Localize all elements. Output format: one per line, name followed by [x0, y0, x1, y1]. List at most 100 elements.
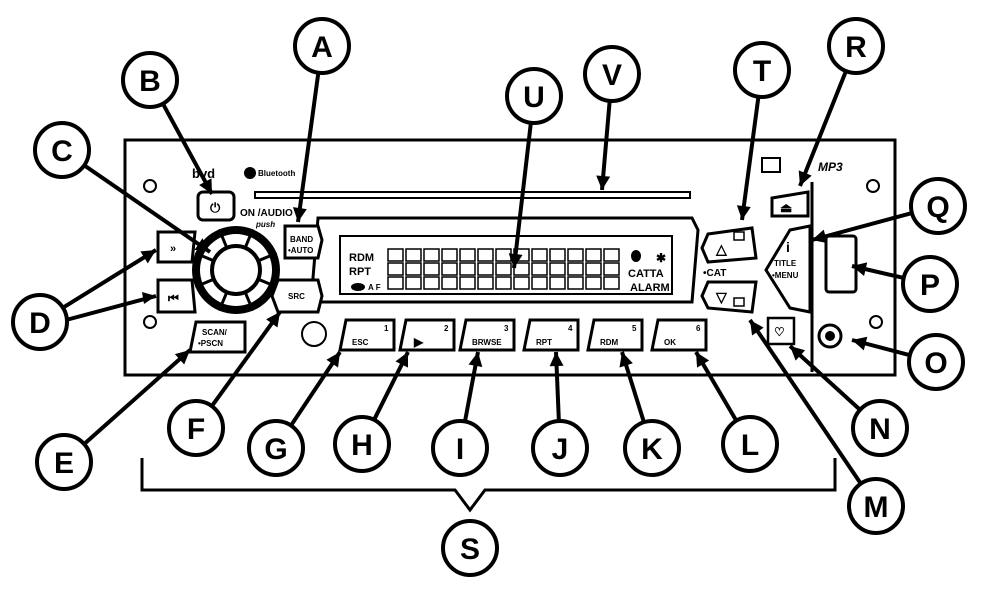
- callout-letter: L: [741, 429, 759, 462]
- lcd-segment-cell: [441, 262, 458, 276]
- leader-line-b: [161, 103, 214, 195]
- leader-arrowhead-g: [326, 352, 340, 368]
- lcd-segment-cell: [441, 248, 458, 262]
- lcd-segment-cell: [567, 262, 584, 276]
- seek-back-icon: ⏮: [168, 291, 179, 305]
- category-up-button[interactable]: [700, 226, 758, 264]
- callout-h: H: [333, 415, 391, 473]
- callout-m: M: [847, 477, 905, 535]
- callout-circle: [583, 45, 641, 103]
- callout-letter: N: [869, 413, 891, 446]
- callout-p: P: [901, 255, 959, 313]
- lcd-segment-cell: [459, 262, 476, 276]
- eject-button[interactable]: [770, 190, 810, 218]
- lcd-segment-cell: [441, 276, 458, 290]
- lcd-segment-cell: [405, 262, 422, 276]
- lcd-segment-cell: [387, 248, 404, 262]
- preset-button-body: [522, 318, 580, 352]
- leader-line-v: [600, 101, 612, 191]
- callout-t: T: [733, 41, 791, 99]
- title-menu-button[interactable]: [764, 224, 812, 314]
- cd-indicator-icon: [351, 283, 365, 291]
- leader-arrowhead-j: [549, 352, 564, 367]
- preset-button-2[interactable]: 2▶: [398, 318, 456, 352]
- callout-circle: [293, 17, 351, 75]
- lcd-segment-cell: [585, 276, 602, 290]
- lcd-segment-cell: [423, 262, 440, 276]
- lcd-alarm: ALARM: [630, 282, 670, 294]
- lcd-segment-cell: [459, 248, 476, 262]
- leader-arrowhead-u: [508, 253, 523, 268]
- lcd-segment-cell: [585, 248, 602, 262]
- callout-letter: M: [864, 491, 889, 524]
- knob-notch: [257, 277, 278, 289]
- screw-top-right: [866, 179, 880, 193]
- lcd-segment-cell: [513, 262, 530, 276]
- callout-circle: [505, 67, 563, 125]
- screw-bottom-left: [143, 315, 157, 329]
- leader-arrowhead-c: [194, 238, 210, 252]
- leader-arrowhead-q: [812, 229, 828, 244]
- leader-arrowhead-o: [852, 336, 868, 351]
- seek-down-button[interactable]: [156, 278, 197, 314]
- leader-line-c: [83, 164, 212, 254]
- reset-button[interactable]: [766, 316, 796, 346]
- leader-arrowhead-i: [468, 352, 483, 368]
- usb-port[interactable]: [824, 234, 858, 294]
- lcd-segment-cell: [459, 276, 476, 290]
- power-button[interactable]: [196, 190, 236, 222]
- src-button[interactable]: [270, 278, 324, 314]
- callout-circle: [431, 419, 489, 477]
- callout-letter: I: [456, 433, 464, 466]
- category-down-button[interactable]: [700, 280, 758, 314]
- leader-line-u: [512, 123, 533, 269]
- knob-notch: [243, 291, 255, 312]
- preset-button-6[interactable]: 6OK: [650, 318, 708, 352]
- callout-letter: G: [264, 433, 287, 466]
- folder-up-icon: [733, 231, 745, 241]
- callout-j: J: [531, 419, 589, 477]
- leader-arrowhead-l: [696, 352, 710, 368]
- callout-circle: [901, 255, 959, 313]
- lcd-segment-cell: [603, 276, 620, 290]
- callout-circle: [907, 333, 965, 391]
- volume-knob[interactable]: [192, 226, 280, 314]
- leader-lines: [62, 71, 912, 484]
- callout-circle: [33, 121, 91, 179]
- preset-label: OK: [664, 338, 676, 347]
- band-auto-button[interactable]: [283, 224, 324, 260]
- callout-letter: C: [51, 135, 73, 168]
- leader-line-d-second: [65, 294, 157, 322]
- preset-button-body: [338, 318, 396, 352]
- cd-slot: [254, 191, 691, 199]
- leader-arrowhead-h: [395, 352, 408, 368]
- callout-f: F: [167, 399, 225, 457]
- folder-down-icon: [733, 297, 745, 307]
- lcd-segment-cell: [477, 262, 494, 276]
- scan-label: SCAN/: [202, 328, 228, 337]
- callout-circle: [11, 293, 69, 351]
- callout-e: E: [35, 433, 93, 491]
- callout-o: O: [907, 333, 965, 391]
- knob-notch: [217, 291, 229, 312]
- disc-indicator-icon: [631, 250, 641, 262]
- scan-pscn-button[interactable]: [188, 320, 247, 354]
- lcd-segment-cell: [477, 276, 494, 290]
- lcd-segment-cell: [495, 276, 512, 290]
- lcd-segment-cell: [531, 262, 548, 276]
- heart-icon: ♡: [774, 325, 785, 339]
- leader-arrowhead-t: [736, 205, 751, 220]
- cat-label: •CAT: [703, 268, 726, 279]
- callout-letter: K: [641, 433, 663, 466]
- callout-c: C: [33, 121, 91, 179]
- callout-g: G: [247, 419, 305, 477]
- callout-l: L: [721, 415, 779, 473]
- lcd-segment-cell: [477, 248, 494, 262]
